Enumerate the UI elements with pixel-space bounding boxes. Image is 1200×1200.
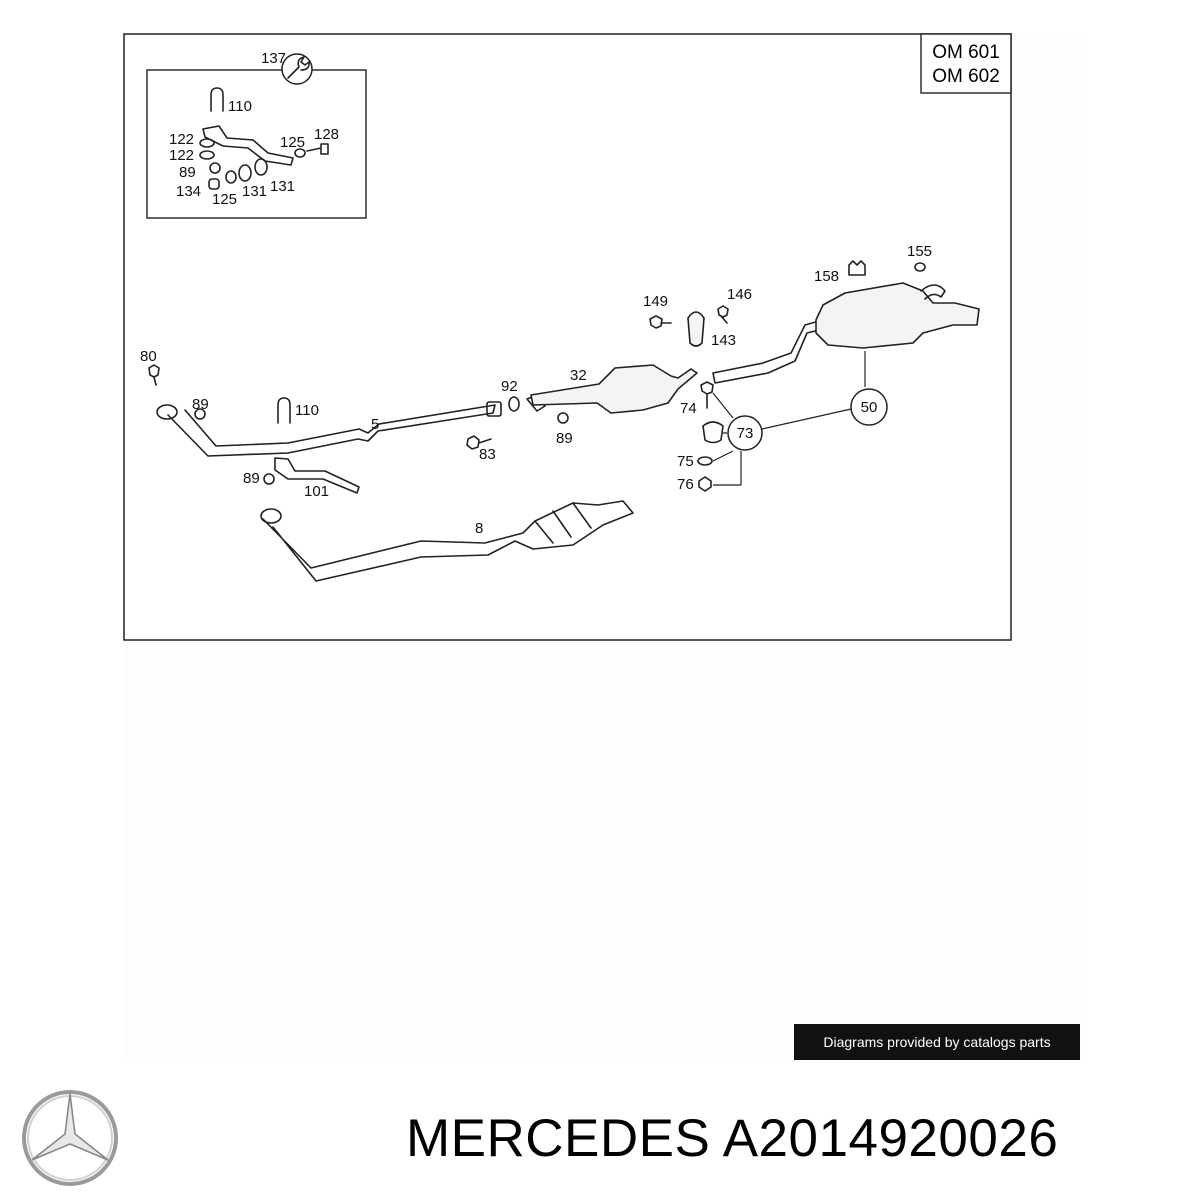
mercedes-star-icon	[22, 1090, 118, 1186]
label-50: 50	[861, 399, 878, 416]
diagram-area: OM 601 OM 602 137 110 122 122 125 128 89…	[123, 33, 1081, 1063]
label-125-b: 125	[212, 191, 237, 208]
label-76: 76	[677, 476, 694, 493]
callout-73	[727, 415, 763, 451]
label-110-inset: 110	[228, 98, 252, 115]
label-89-front: 89	[192, 396, 209, 413]
label-128: 128	[314, 126, 339, 143]
label-89-inset: 89	[179, 164, 196, 181]
front-pipe-part	[167, 404, 496, 457]
label-125-a: 125	[280, 134, 305, 151]
label-83: 83	[479, 446, 496, 463]
label-143: 143	[711, 332, 736, 349]
center-muffler-part	[530, 364, 698, 414]
label-134: 134	[176, 183, 201, 200]
label-80: 80	[140, 348, 157, 365]
u-bolt-part	[210, 87, 224, 112]
label-5: 5	[371, 416, 379, 433]
product-title: MERCEDES A2014920026	[406, 1108, 1058, 1169]
label-92: 92	[501, 378, 518, 395]
label-101: 101	[304, 483, 329, 500]
wrench-icon	[281, 53, 313, 85]
catalytic-converter-part	[262, 500, 634, 582]
label-75: 75	[677, 453, 694, 470]
engine-code-1: OM 601	[932, 42, 1000, 63]
label-8: 8	[475, 520, 483, 537]
engine-code-2: OM 602	[932, 66, 1000, 87]
brand-name: MERCEDES	[406, 1109, 711, 1168]
part-number: A2014920026	[722, 1109, 1059, 1168]
bracket-part	[202, 125, 294, 166]
label-137: 137	[261, 50, 286, 67]
label-146: 146	[727, 286, 752, 303]
label-122-b: 122	[169, 147, 194, 164]
label-89-lower: 89	[243, 470, 260, 487]
label-73: 73	[737, 425, 754, 442]
label-122-a: 122	[169, 131, 194, 148]
label-110-front: 110	[295, 402, 319, 419]
label-32: 32	[570, 367, 587, 384]
exhaust-system-diagram: OM 601 OM 602 137 110 122 122 125 128 89…	[123, 33, 1012, 641]
label-149: 149	[643, 293, 668, 310]
callout-50	[850, 388, 888, 426]
label-158: 158	[814, 268, 839, 285]
label-155: 155	[907, 243, 932, 260]
engine-code-box	[920, 33, 1012, 94]
label-74: 74	[680, 400, 697, 417]
rear-muffler-part	[815, 282, 980, 349]
label-131-a: 131	[242, 183, 267, 200]
label-89-mid: 89	[556, 430, 573, 447]
label-131-b: 131	[270, 178, 295, 195]
diagram-credit-banner: Diagrams provided by catalogs parts	[794, 1024, 1080, 1060]
